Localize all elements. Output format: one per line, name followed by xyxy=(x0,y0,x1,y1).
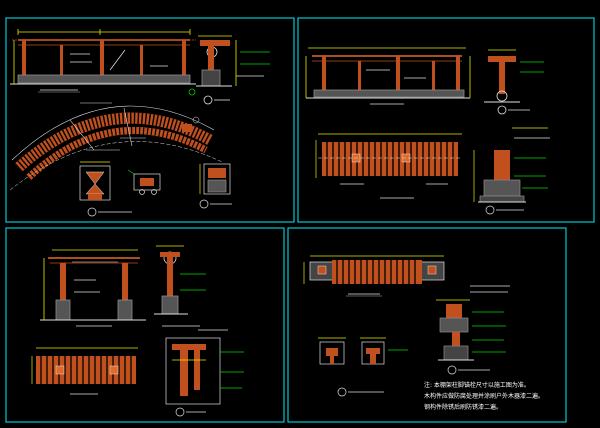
sheet-4-pergola-plan-and-nodes xyxy=(287,227,567,423)
sheet-4-frame xyxy=(287,227,567,423)
sheet-2-frame xyxy=(297,17,595,223)
sheet-3-frame xyxy=(5,227,285,423)
sheet-2-straight-pergola xyxy=(297,17,595,223)
construction-notes: 注: 本棚架柱脚锚栓尺寸以施工图为准。 木构件应做防腐处理并涂刷户外木器漆二遍。… xyxy=(424,380,544,413)
note-line-3: 钢构件除锈后刷防锈漆二遍。 xyxy=(424,404,503,411)
arc-pergola-details xyxy=(79,161,232,217)
straight-pergola-plan xyxy=(315,133,462,199)
sheet-1-arc-pergola xyxy=(5,17,295,223)
double-column-plan xyxy=(31,347,138,395)
double-column-elevation xyxy=(40,249,146,327)
sheet-3-double-column-pergola xyxy=(5,227,285,423)
arc-pergola-elevation xyxy=(10,29,196,93)
straight-pergola-elevation xyxy=(305,47,471,105)
pergola-plan-long xyxy=(303,255,445,297)
double-column-connection-detail xyxy=(165,337,244,417)
beam-connection-details xyxy=(318,337,408,397)
sheet-1-frame xyxy=(5,17,295,223)
straight-pergola-footing-detail xyxy=(473,127,550,215)
note-line-2: 木构件应做防腐处理并涂刷户外木器漆二遍。 xyxy=(424,393,545,400)
arc-pergola-plan xyxy=(9,102,223,191)
note-line-1: 注: 本棚架柱脚锚栓尺寸以施工图为准。 xyxy=(424,382,530,389)
straight-pergola-side-view xyxy=(484,49,544,115)
arc-pergola-side-view xyxy=(188,35,270,105)
column-base-node-detail xyxy=(436,285,510,375)
double-column-side-view xyxy=(154,245,228,331)
